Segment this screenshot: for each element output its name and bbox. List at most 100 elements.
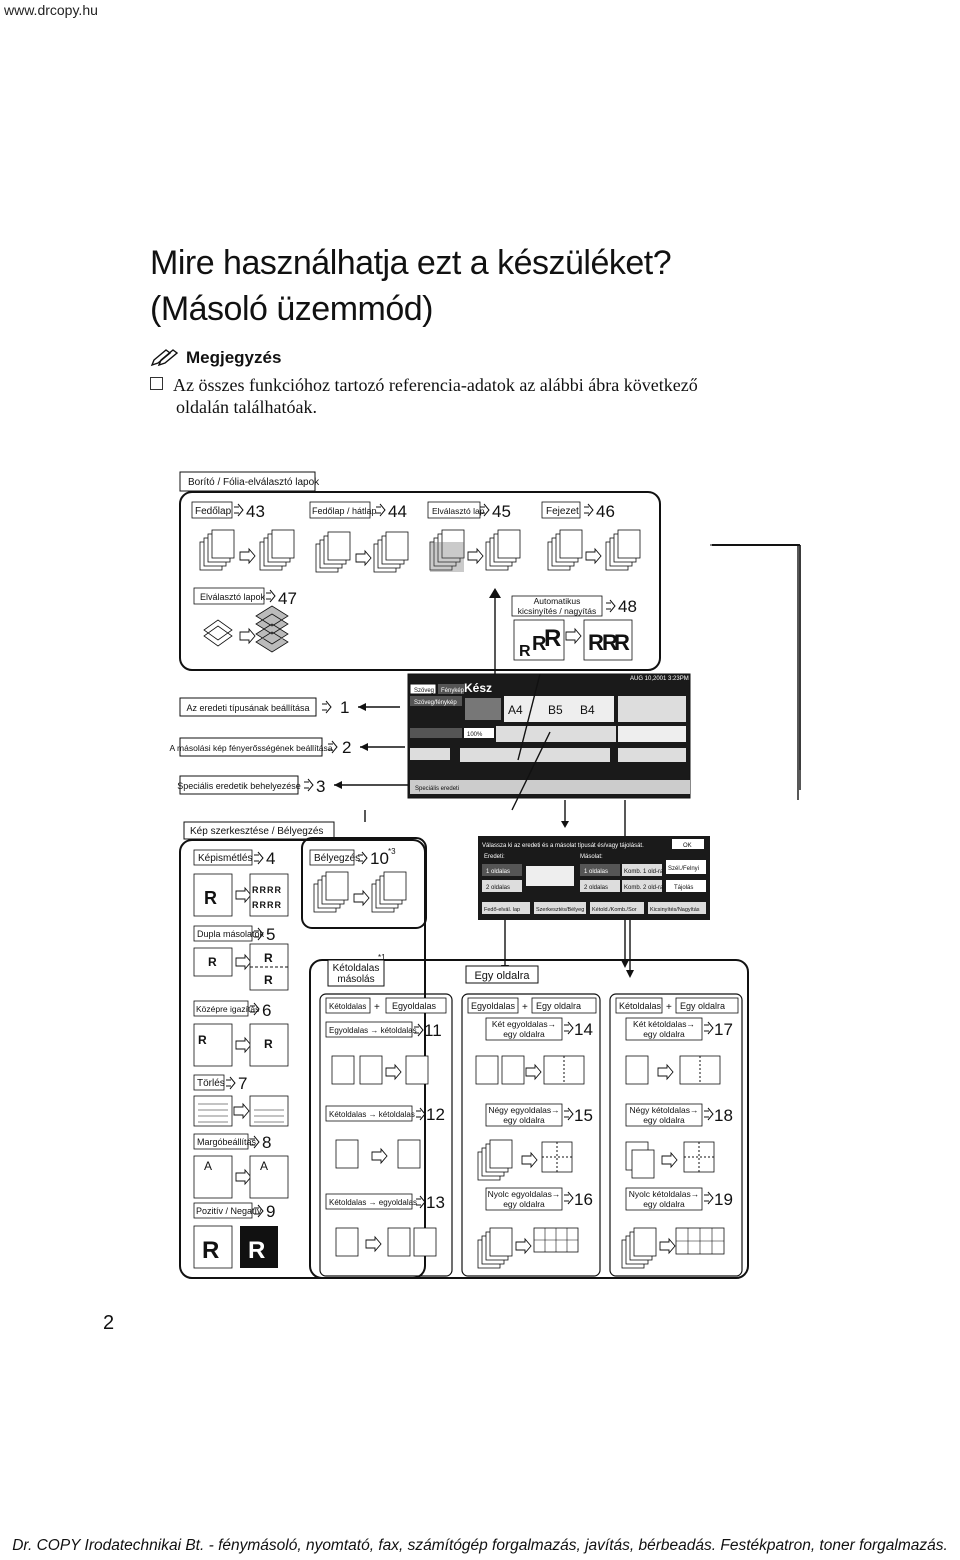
left-label-special-ref: 3 (316, 777, 325, 796)
cover-item-chapter-label: Fejezet (546, 506, 579, 517)
page-title-line1: Mire használhatja ezt a készüléket? (150, 244, 672, 282)
center-ref: 6 (262, 1001, 271, 1020)
letter-r-out-1: R (588, 630, 604, 655)
combine-15-line2: egy oldalra (503, 1115, 545, 1125)
combine-18-line1: Négy kétoldalas→ (630, 1105, 699, 1115)
image-edit-title: Kép szerkesztése / Bélyegzés (190, 826, 323, 837)
cover-item-front-ref: 43 (246, 502, 265, 521)
combine-col2-plus: + (666, 1002, 672, 1013)
auto-reduce-line2: kicsinyítés / nagyítás (518, 606, 596, 616)
double-r-icon: R (208, 955, 217, 969)
combine-16-line2: egy oldalra (503, 1199, 545, 1209)
duplex-combine-frame: Kétoldalas másolás *1 Egy oldalra Kétold… (309, 953, 749, 1279)
combine-14-line2: egy oldalra (503, 1029, 545, 1039)
combine-col1-plus: + (522, 1002, 528, 1013)
center-r-in: R (198, 1033, 207, 1047)
left-label-original-type-ref: 1 (340, 698, 349, 717)
margin-a-in: A (204, 1159, 212, 1173)
margin-a-out: A (260, 1159, 268, 1173)
duplex-two-side-copy: 2 oldalas (584, 885, 608, 891)
duplex-original: Eredeti: (484, 854, 505, 860)
left-label-special: Speciális eredetik behelyezése (177, 781, 301, 791)
repeat-rrrr-bottom: RRRR (252, 900, 282, 910)
page-title-line2: (Másoló üzemmód) (150, 290, 433, 328)
margin-label: Margóbeállítás (197, 1137, 257, 1147)
duplex-item3-label: Kétoldalas → egyoldalas (329, 1198, 417, 1207)
center-label: Középre igazítás (196, 1004, 259, 1014)
auto-reduce-ref: 48 (618, 597, 637, 616)
posneg-label: Pozitív / Negatív (196, 1206, 262, 1216)
cover-item-separators-label: Elválasztó lapok (200, 592, 266, 602)
combine-14-ref: 14 (574, 1020, 593, 1039)
screen-paper-b4: B4 (580, 703, 595, 717)
duplex-item2-label: Kétoldalas → kétoldalas (329, 1110, 415, 1119)
duplex-item1-ref: 11 (424, 1021, 442, 1040)
repeat-rrrr-top: RRRR (252, 885, 282, 895)
function-diagram-svg: Borító / Fólia-elválasztó lapok Fedőlap … (169, 471, 801, 1279)
combine-17-ref: 17 (714, 1020, 733, 1039)
combine-14-line1: Két egyoldalas→ (492, 1019, 556, 1029)
cover-item-separators: Elválasztó lapok 47 (193, 587, 297, 653)
cover-item-chapter: Fejezet 46 (541, 501, 640, 570)
duplex-title-line1: Kétoldalas (333, 963, 380, 974)
combine-16-line1: Nyolc egyoldalas→ (488, 1189, 561, 1199)
page-number: 2 (103, 1312, 115, 1334)
posneg-r-negative: R (248, 1237, 265, 1264)
duplex-binding: Tájolás (674, 885, 693, 891)
stamp-sup: *3 (388, 847, 396, 856)
cover-section-title: Borító / Fólia-elválasztó lapok (188, 477, 320, 488)
combine-18-line2: egy oldalra (643, 1115, 685, 1125)
auto-reduce-enlarge: Automatikus kicsinyítés / nagyítás 48 R … (511, 595, 637, 661)
combine-17-line2: egy oldalra (643, 1029, 685, 1039)
site-url[interactable]: www.drcopy.hu (4, 2, 98, 18)
duplex-one-side-orig: 1 oldalas (486, 869, 510, 875)
image-edit-section: Kép szerkesztése / Bélyegzés Képismétlés… (179, 821, 427, 1279)
duplex-tab-2: Kétold./Komb./Sor (592, 907, 637, 913)
footer: Dr. COPY Irodatechnikai Bt. - fénymásoló… (12, 1537, 948, 1554)
cover-item-separator-label: Elválasztó lap (432, 506, 485, 516)
duplex-item0-a: Kétoldalas (329, 1002, 366, 1011)
cover-item-front-back-ref: 44 (388, 502, 407, 521)
left-label-density: A másolási kép fényerősségének beállítás… (169, 743, 332, 753)
duplex-comb1: Komb. 1 old-ra (624, 869, 664, 875)
combine-title: Egy oldalra (474, 970, 530, 982)
cover-item-chapter-ref: 46 (596, 502, 615, 521)
double-r-bottom: R (264, 973, 273, 987)
function-diagram: Borító / Fólia-elválasztó lapok Fedőlap … (160, 470, 960, 1290)
cover-item-front-label: Fedőlap (195, 506, 232, 517)
screen-btn-photo: Fénykép (441, 688, 465, 694)
screen-ratio: 100% (467, 732, 483, 738)
cover-item-separator-ref: 45 (492, 502, 511, 521)
combine-col1-a: Egyoldalas (471, 1001, 516, 1011)
letter-r-out-3: R (614, 630, 630, 655)
combine-17-line1: Két kétoldalas→ (633, 1019, 695, 1029)
margin-ref: 8 (262, 1133, 271, 1152)
duplex-item1-label: Egyoldalas → kétoldalas (329, 1026, 417, 1035)
duplex-ok: OK (683, 843, 692, 849)
duplex-tab-3: Kicsinyítés/Nagyítás (650, 907, 700, 913)
screen-paper-b5: B5 (548, 703, 563, 717)
cover-section: Borító / Fólia-elválasztó lapok Fedőlap … (179, 471, 800, 800)
letter-r-out-2: R (602, 630, 618, 655)
combine-col2-b: Egy oldalra (680, 1001, 725, 1011)
duplex-item0-b: Egyoldalas (392, 1001, 437, 1011)
combine-15-ref: 15 (574, 1106, 593, 1125)
combine-18-ref: 18 (714, 1106, 733, 1125)
left-label-original-type: Az eredeti típusának beállítása (186, 703, 309, 713)
cover-item-front-back: Fedőlap / hátlap 44 (309, 501, 408, 572)
posneg-ref: 9 (266, 1202, 275, 1221)
duplex-item3-ref: 13 (426, 1193, 445, 1212)
stamp-label: Bélyegzés (314, 853, 360, 864)
letter-r-big: R (544, 625, 561, 652)
duplex-screen: Válassza ki az eredeti és a másolat típu… (478, 836, 710, 920)
double-label: Dupla másolatok (197, 929, 265, 939)
double-r-top: R (264, 951, 273, 965)
combine-col2-a: Kétoldalas (619, 1001, 662, 1011)
combine-16-ref: 16 (574, 1190, 593, 1209)
combine-col1-b: Egy oldalra (536, 1001, 581, 1011)
cover-item-separators-ref: 47 (278, 589, 297, 608)
note-text-line2: oldalán találhatóak. (176, 397, 317, 417)
duplex-tab-1: Szerkesztés/Bélyeg (536, 907, 584, 913)
duplex-item0-plus: + (374, 1002, 380, 1013)
duplex-top-top: Szél./Felnyi (668, 866, 699, 872)
